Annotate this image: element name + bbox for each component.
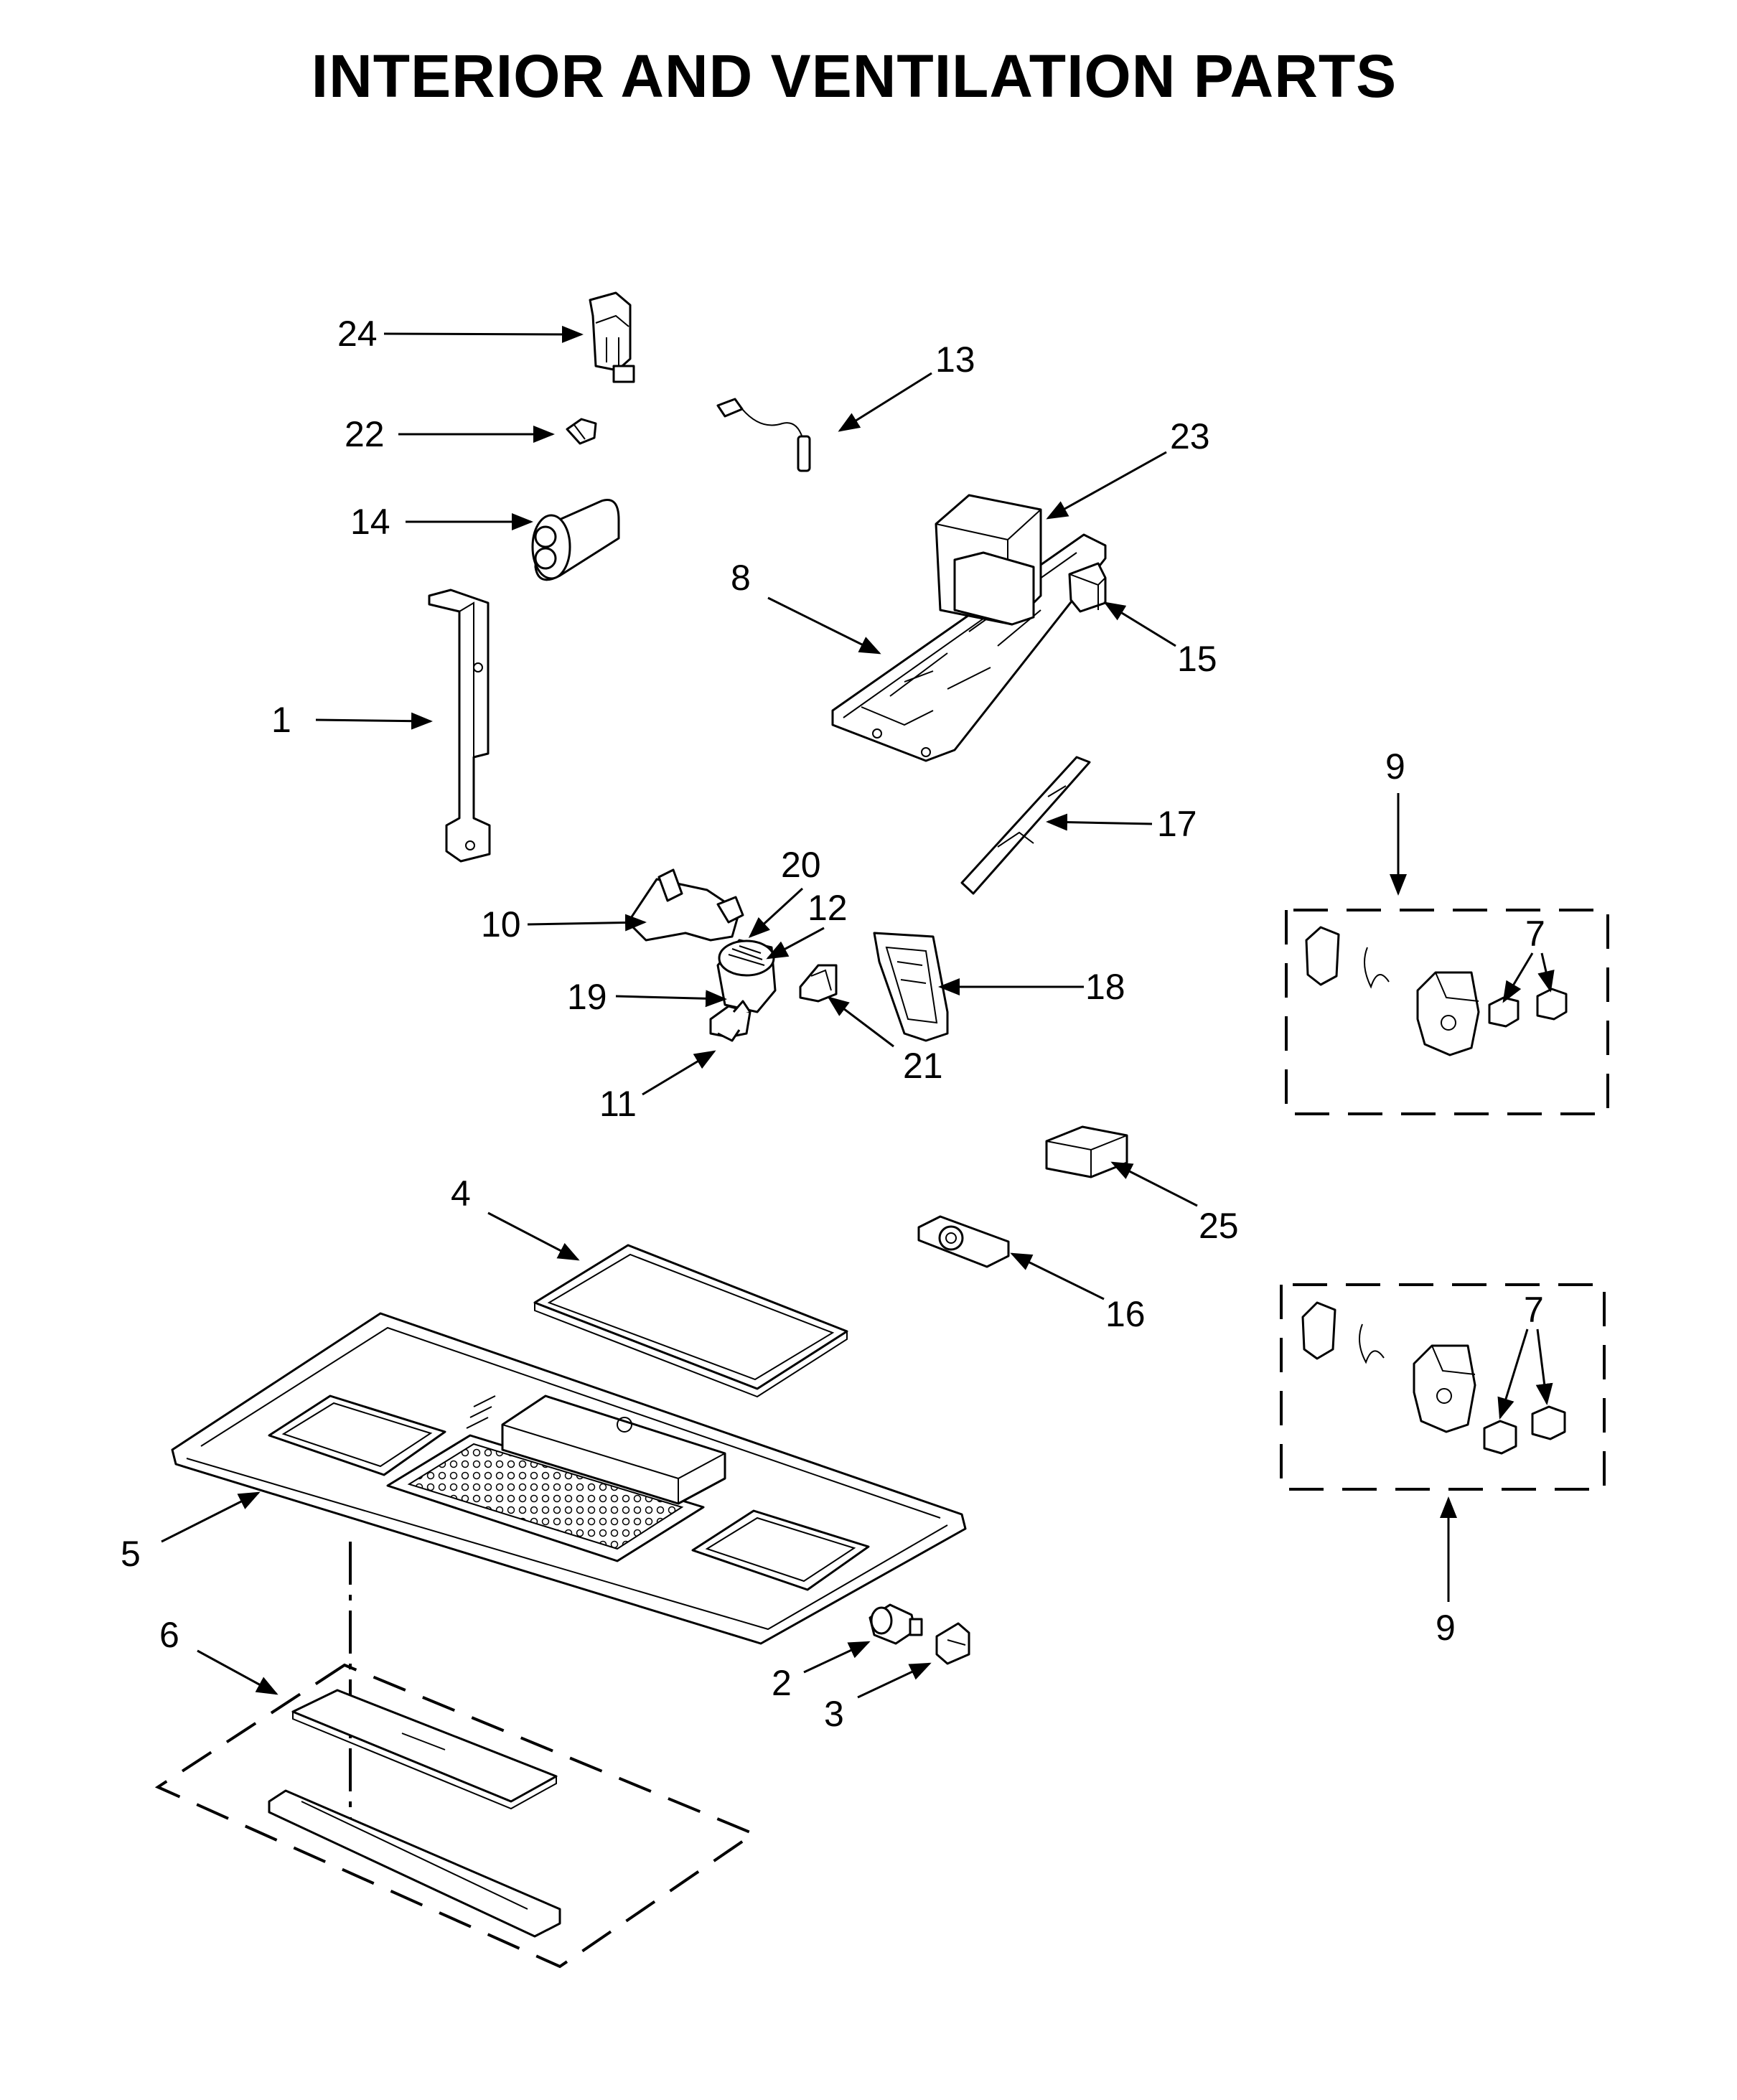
callout-3: 3 (824, 1694, 844, 1734)
part-3-socket (935, 1622, 970, 1665)
callout-16: 16 (1105, 1294, 1146, 1334)
diagram-title: INTERIOR AND VENTILATION PARTS (311, 42, 1397, 110)
callout-12: 12 (807, 888, 848, 928)
part-25-relay-box (1045, 1125, 1128, 1178)
part-16-lamp-socket (917, 1215, 1010, 1268)
callout-8: 8 (731, 558, 751, 598)
callout-20: 20 (781, 845, 821, 885)
callout-9a: 9 (1385, 746, 1405, 787)
kit-9-upper-dashed-group (1285, 909, 1609, 1115)
callout-23: 23 (1170, 416, 1210, 456)
callout-leaders (161, 325, 1555, 1699)
callout-1: 1 (271, 700, 291, 740)
callout-2: 2 (772, 1663, 792, 1703)
kit-9-lower-dashed-group (1280, 1283, 1606, 1491)
part-21-holder (799, 964, 838, 1003)
callout-19: 19 (567, 977, 607, 1017)
part-22-clip (566, 418, 597, 445)
kit-6-charcoal-filter-group (154, 1542, 757, 1969)
part-17-rail (960, 756, 1091, 895)
callout-22: 22 (345, 414, 385, 454)
part-18-damper-door (873, 932, 949, 1042)
part-2-lamp (868, 1603, 923, 1645)
part-10-damper-housing (627, 868, 744, 942)
callout-4: 4 (451, 1173, 471, 1214)
callout-9b: 9 (1436, 1608, 1456, 1648)
callout-5: 5 (121, 1534, 141, 1574)
part-19-motor (716, 939, 777, 1013)
part-13-wire-harness (716, 398, 811, 472)
callout-18: 18 (1085, 967, 1125, 1007)
callout-14: 14 (350, 502, 390, 542)
part-14-capacitor (531, 499, 620, 581)
callout-labels: 24 22 14 1 13 23 8 15 17 9 20 12 10 19 1… (121, 314, 1545, 1734)
part-11-switch (709, 1000, 752, 1042)
callout-15: 15 (1177, 639, 1217, 679)
part-5-base (171, 1312, 967, 1645)
callout-17: 17 (1157, 804, 1197, 844)
part-24-bracket (589, 291, 635, 383)
part-23-transformer (935, 494, 1042, 626)
callout-21: 21 (903, 1046, 943, 1086)
part-4-grease-filter (533, 1244, 848, 1398)
callout-13: 13 (935, 339, 975, 380)
callout-25: 25 (1199, 1206, 1239, 1246)
callout-11: 11 (599, 1084, 637, 1124)
callout-24: 24 (337, 314, 378, 354)
callout-6: 6 (159, 1615, 179, 1655)
callout-7b: 7 (1524, 1290, 1544, 1330)
part-1-bracket-strap (428, 589, 491, 863)
callout-10: 10 (481, 904, 521, 944)
callout-7a: 7 (1525, 914, 1545, 954)
